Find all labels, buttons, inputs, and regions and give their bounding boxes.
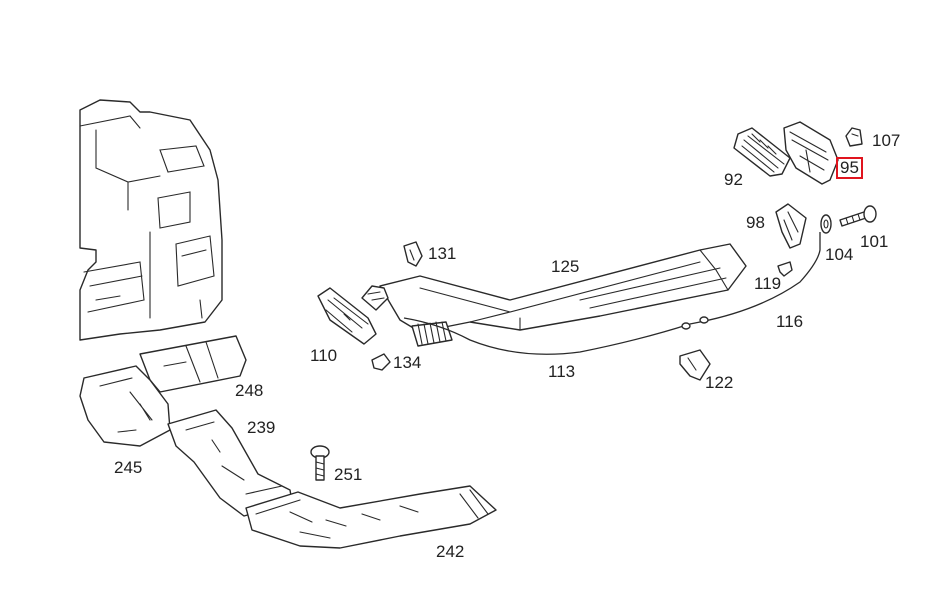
label-104[interactable]: 104 — [825, 245, 854, 264]
label-245[interactable]: 245 — [114, 458, 143, 477]
heater-housing — [79, 99, 223, 341]
label-98[interactable]: 98 — [746, 213, 765, 232]
part-134-shape — [371, 353, 391, 371]
label-125[interactable]: 125 — [551, 257, 580, 276]
label-107[interactable]: 107 — [872, 131, 901, 150]
part-119-shape — [777, 261, 793, 277]
part-104-shape — [820, 214, 832, 234]
part-251-shape — [310, 445, 330, 481]
label-239[interactable]: 239 — [247, 418, 276, 437]
label-134[interactable]: 134 — [393, 353, 422, 372]
label-110[interactable]: 110 — [310, 346, 338, 365]
label-248[interactable]: 248 — [235, 381, 264, 400]
label-92[interactable]: 92 — [724, 170, 743, 189]
part-248-shape — [139, 335, 247, 393]
label-242[interactable]: 242 — [436, 542, 465, 561]
label-122[interactable]: 122 — [705, 373, 734, 392]
part-122-shape — [679, 349, 711, 381]
label-113[interactable]: 113 — [548, 362, 576, 381]
part-131-shape — [403, 241, 423, 267]
part-95-shape — [783, 121, 839, 185]
label-116[interactable]: 116 — [776, 312, 804, 331]
corrugated-hose — [411, 321, 453, 347]
part-92-shape — [733, 127, 791, 177]
label-131[interactable]: 131 — [428, 244, 457, 263]
control-cables — [403, 232, 821, 355]
part-245-shape — [79, 365, 171, 447]
label-119[interactable]: 119 — [754, 274, 782, 293]
part-107-shape — [845, 127, 863, 147]
label-251[interactable]: 251 — [334, 465, 363, 484]
part-110-shape — [317, 285, 389, 345]
part-242-shape — [245, 485, 497, 549]
label-95[interactable]: 95 — [836, 157, 863, 179]
part-98-shape — [775, 203, 807, 249]
part-101-shape — [839, 205, 877, 227]
label-101[interactable]: 101 — [860, 232, 889, 251]
